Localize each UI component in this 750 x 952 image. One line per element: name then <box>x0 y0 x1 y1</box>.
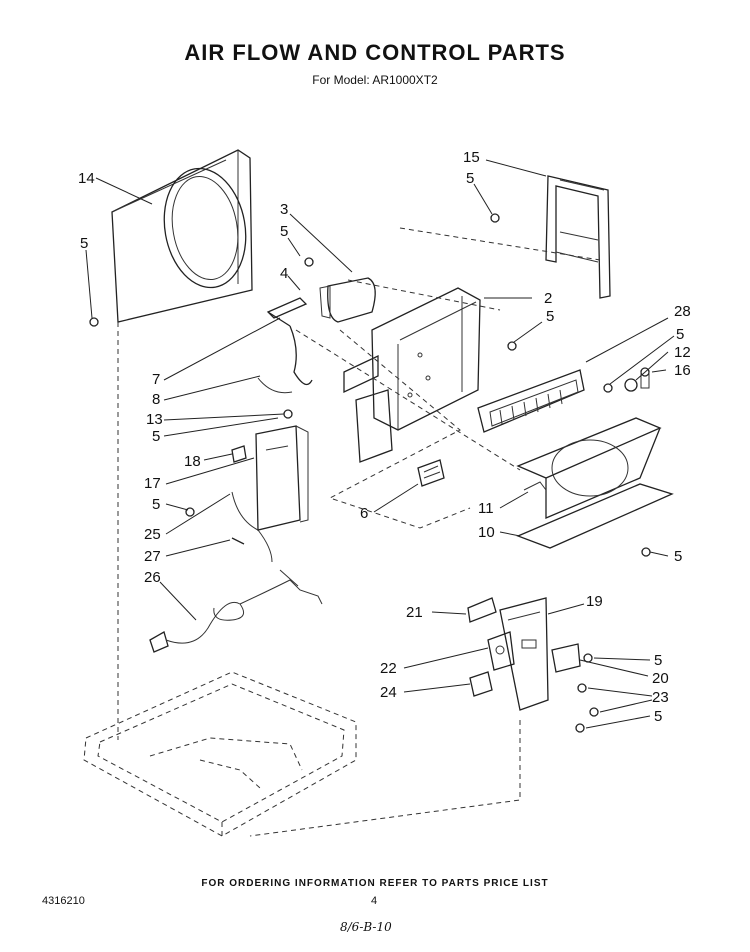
base-pan-outline <box>83 671 357 837</box>
part-27-screw <box>231 537 245 545</box>
part-10-base-plate <box>516 483 674 549</box>
callout-25: 25 <box>144 526 161 543</box>
assembly-guide-lines <box>117 227 601 837</box>
screws <box>89 213 651 733</box>
model-subtitle: For Model: AR1000XT2 <box>312 73 438 87</box>
callout-14: 14 <box>78 170 95 187</box>
part-18-clip <box>231 445 247 463</box>
part-14-shroud <box>111 149 253 323</box>
callout-28: 28 <box>674 303 691 320</box>
callout-5: 5 <box>674 548 682 565</box>
callout-3: 3 <box>280 201 288 218</box>
callout-5: 5 <box>546 308 554 325</box>
callout-23: 23 <box>652 689 669 706</box>
part-8-wire <box>257 377 293 394</box>
part-19-control-panel <box>499 597 549 711</box>
callout-20: 20 <box>652 670 669 687</box>
part-4-clip <box>266 297 308 319</box>
callout-5: 5 <box>654 708 662 725</box>
part-11-blower-housing <box>516 417 662 519</box>
callout-5: 5 <box>676 326 684 343</box>
callout-11: 11 <box>478 500 494 517</box>
part-3-capacitor <box>319 277 376 323</box>
part-20-thermostat <box>551 643 581 673</box>
callout-5: 5 <box>466 170 474 187</box>
part-24-switch <box>469 671 493 697</box>
part-16-knob <box>640 367 650 389</box>
part-28-vent-grille <box>477 369 585 433</box>
page-title: AIR FLOW AND CONTROL PARTS <box>184 40 566 65</box>
part-21-clip <box>467 597 497 623</box>
document-code: 4316210 <box>42 895 85 907</box>
callout-labels: 14 5 3 5 4 15 5 2 5 28 5 12 16 7 8 13 5 … <box>78 149 691 725</box>
callout-21: 21 <box>406 604 423 621</box>
callout-5: 5 <box>280 223 288 240</box>
callout-7: 7 <box>152 371 160 388</box>
callout-27: 27 <box>144 548 161 565</box>
part-26-power-cord <box>149 569 323 653</box>
part-22-switch <box>487 631 515 671</box>
callout-26: 26 <box>144 569 161 586</box>
page-number: 4 <box>371 895 378 907</box>
part-17-bracket <box>255 425 309 531</box>
callout-5: 5 <box>152 496 160 513</box>
callout-10: 10 <box>478 524 495 541</box>
part-15-bracket <box>545 175 611 299</box>
callout-17: 17 <box>144 475 161 492</box>
handwritten-note: 8/6-B-10 <box>340 920 392 934</box>
callout-15: 15 <box>463 149 480 166</box>
part-7-wire-harness <box>267 311 313 386</box>
callout-12: 12 <box>674 344 691 361</box>
callout-16: 16 <box>674 362 691 379</box>
callout-24: 24 <box>380 684 397 701</box>
part-25-wire <box>231 491 273 563</box>
ordering-note: FOR ORDERING INFORMATION REFER TO PARTS … <box>201 878 549 889</box>
callout-13: 13 <box>146 411 163 428</box>
part-2-control-bracket <box>343 287 481 463</box>
callout-5: 5 <box>152 428 160 445</box>
callout-19: 19 <box>586 593 603 610</box>
callout-22: 22 <box>380 660 397 677</box>
callout-18: 18 <box>184 453 201 470</box>
part-6-mesh <box>417 459 445 487</box>
callout-6: 6 <box>360 505 368 522</box>
leader-lines <box>85 159 675 729</box>
callout-4: 4 <box>280 265 288 282</box>
part-12-knob <box>624 378 638 392</box>
callout-5: 5 <box>654 652 662 669</box>
callout-2: 2 <box>544 290 552 307</box>
callout-5: 5 <box>80 235 88 252</box>
callout-8: 8 <box>152 391 160 408</box>
